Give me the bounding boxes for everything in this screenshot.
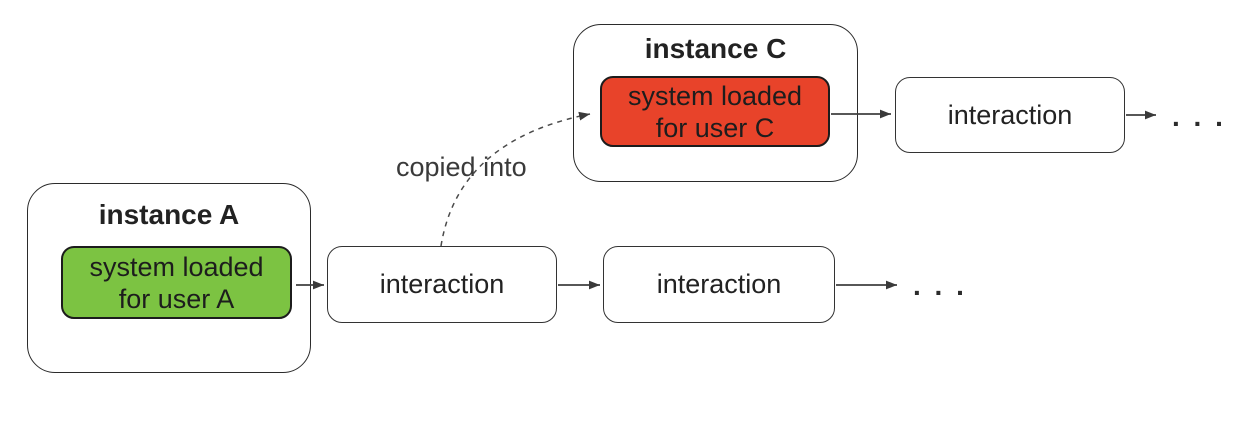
system-loaded-user-a-box: system loaded for user A	[61, 246, 292, 319]
instance-a-container: instance A system loaded for user A	[27, 183, 311, 373]
ellipsis-bottom: . . .	[913, 270, 967, 301]
interaction-box-top-1: interaction	[895, 77, 1125, 153]
interaction-label: interaction	[947, 99, 1073, 130]
ellipsis-top: . . .	[1172, 101, 1226, 132]
instance-a-title: instance A	[98, 199, 240, 230]
copied-into-label: copied into	[396, 152, 527, 182]
interaction-box-bottom-2: interaction	[603, 246, 835, 323]
system-loaded-user-c-box: system loaded for user C	[600, 76, 830, 147]
system-box-text-line: for user A	[118, 283, 235, 314]
interaction-box-bottom-1: interaction	[327, 246, 557, 323]
system-box-text-line: system loaded	[627, 80, 803, 111]
interaction-label: interaction	[656, 269, 782, 299]
system-box-text-line: system loaded	[89, 251, 264, 282]
instance-c-title: instance C	[644, 33, 787, 64]
instance-c-container: instance C system loaded for user C	[573, 24, 858, 182]
system-box-text-line: for user C	[655, 112, 775, 143]
interaction-label: interaction	[379, 269, 505, 299]
